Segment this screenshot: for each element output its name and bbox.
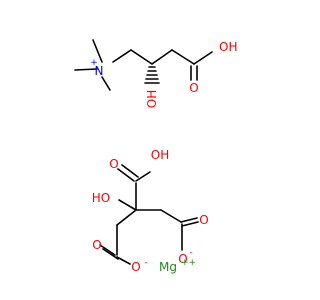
- citrate-left-o-label: O: [92, 238, 101, 252]
- bond-n-ch2: [112, 49, 132, 63]
- carnitine-hydroxyl-label: OH: [145, 90, 159, 108]
- citrate-right-minus: -: [189, 248, 192, 258]
- carnitine-molecule: N + OH OH O: [74, 39, 237, 108]
- citrate-right-o-label: O: [199, 213, 208, 227]
- citrate-left-ominus-label: O: [131, 260, 140, 274]
- bond-leftc-o-double-b: [102, 248, 119, 260]
- nitrogen-charge: +: [90, 58, 98, 68]
- carnitine-acid-o-label: O: [189, 81, 198, 95]
- citrate-left-minus: -: [144, 258, 147, 268]
- bond-n-methyl-left: [74, 68, 98, 71]
- bond-n-methyl-top: [92, 39, 103, 63]
- bond-rightch2-rightc: [160, 209, 182, 223]
- citrate-hydroxyl-label: HO: [92, 191, 110, 205]
- magnesium-ion: Mg ++: [159, 258, 196, 274]
- bond-n-methyl-bottom: [101, 76, 111, 91]
- magnesium-label: Mg: [159, 260, 177, 274]
- bond-ccentral-leftch2: [116, 209, 137, 226]
- bond-choh-ch2: [151, 49, 173, 65]
- bond-ch2-cacid: [171, 49, 195, 65]
- bond-c-oh: [193, 51, 213, 65]
- stereo-hashed-bond: [144, 66, 160, 84]
- bond-cooh-o-double-b: [121, 164, 139, 178]
- bond-cooh-oh: [135, 171, 151, 182]
- magnesium-charge: ++: [181, 258, 196, 268]
- bond-ch2-choh: [130, 49, 153, 65]
- structure-canvas: N + OH OH O O OH HO O O - O O: [74, 39, 237, 274]
- citrate-right-ominus-label: O: [178, 252, 187, 266]
- bond-leftc-o-double-a: [99, 244, 116, 256]
- bond-cooh-o-double-a: [117, 168, 135, 182]
- bond-rightc-o-double-b: [181, 221, 199, 227]
- bond-rightc-o-double-a: [180, 217, 198, 223]
- nitrogen-label: N: [95, 64, 104, 78]
- bond-ccentral-oh: [118, 199, 137, 211]
- citrate-cooh-o-label: O: [109, 157, 118, 171]
- bond-leftc-ominus: [116, 256, 131, 265]
- structure-drawing: N + OH OH O O OH HO O O - O O: [74, 39, 237, 274]
- citrate-molecule: O OH HO O O - O O -: [92, 148, 209, 274]
- carnitine-acid-oh-label: OH: [219, 40, 237, 54]
- citrate-cooh-oh-label: OH: [151, 148, 169, 162]
